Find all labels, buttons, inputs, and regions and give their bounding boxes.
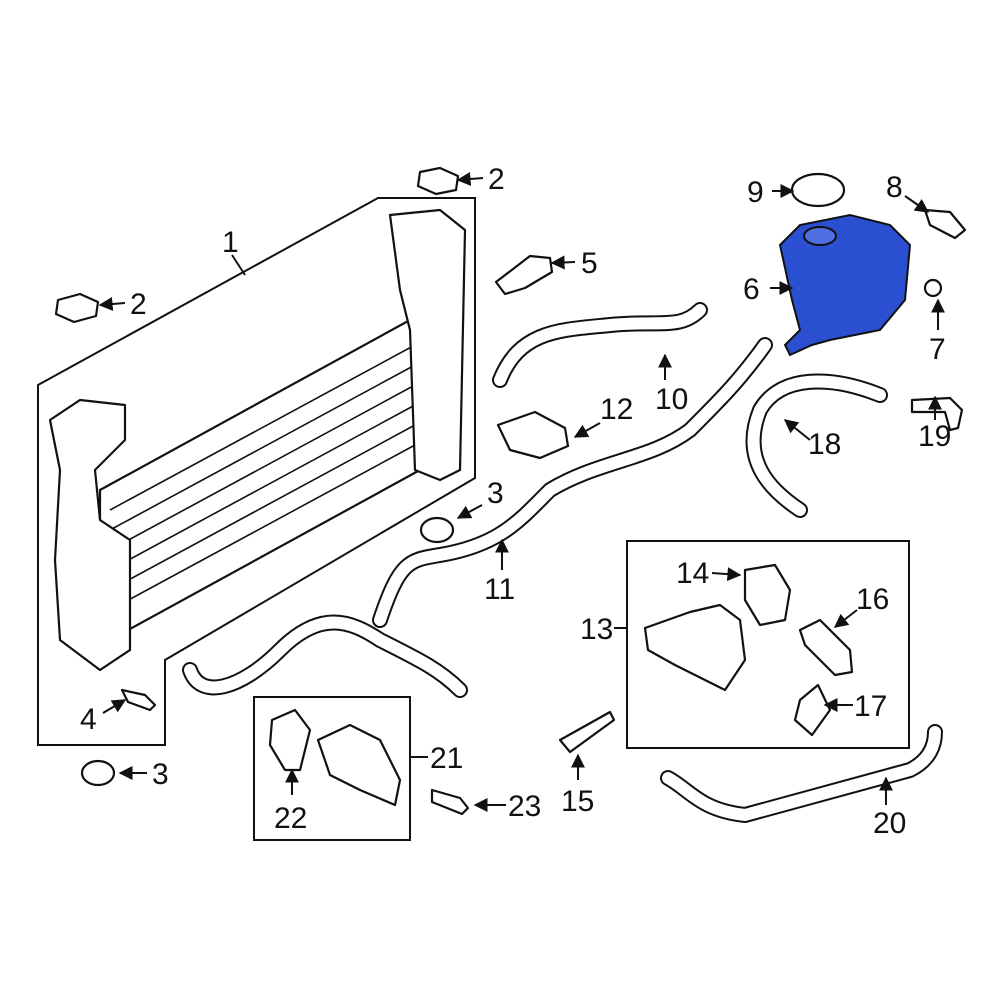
callout-6: 6 — [743, 273, 760, 306]
callout-20: 20 — [873, 807, 906, 840]
bracket — [494, 254, 554, 296]
callout-14: 14 — [676, 557, 709, 590]
drain-plug — [120, 688, 157, 712]
callout-23: 23 — [508, 790, 541, 823]
callout-4: 4 — [80, 703, 97, 736]
callout-22: 22 — [274, 802, 307, 835]
sensor-clip — [793, 683, 832, 737]
callout-10: 10 — [655, 383, 688, 416]
leader-lines — [98, 172, 945, 812]
callout-19: 19 — [918, 420, 951, 453]
reservoir-hose — [745, 373, 888, 518]
thermostat-housing — [643, 603, 747, 692]
callout-16: 16 — [856, 583, 889, 616]
callout-18: 18 — [808, 428, 841, 461]
reservoir-cap — [790, 172, 846, 208]
bolt-23 — [430, 788, 470, 816]
lower-hose — [182, 614, 468, 698]
thermostat-housing-group-box — [626, 540, 910, 749]
mount-pad-upper — [416, 166, 460, 196]
callout-2-left: 2 — [130, 288, 147, 321]
water-outlet-group-box — [253, 696, 411, 841]
gasket — [743, 563, 792, 627]
reservoir-bolt — [923, 278, 943, 298]
callout-17: 17 — [854, 690, 887, 723]
callout-7: 7 — [929, 333, 946, 366]
callout-2-upper: 2 — [488, 163, 505, 196]
coolant-reservoir — [778, 213, 912, 357]
bypass-hose — [372, 337, 773, 628]
radiator — [48, 208, 467, 672]
callout-1: 1 — [222, 226, 239, 259]
coolant-pipe — [660, 724, 943, 823]
callout-12: 12 — [600, 393, 633, 426]
grommet-lower — [80, 759, 116, 787]
callout-3-lower: 3 — [152, 758, 169, 791]
grommet-upper — [419, 516, 455, 544]
bolt-15 — [558, 710, 616, 754]
coolant-outlet — [496, 410, 570, 460]
hose-connector — [910, 396, 964, 432]
callout-3-upper: 3 — [487, 477, 504, 510]
callout-11: 11 — [484, 573, 515, 606]
callout-21: 21 — [430, 742, 463, 775]
mount-pad-left — [54, 292, 100, 324]
reservoir-bracket — [923, 208, 967, 240]
callout-13: 13 — [580, 613, 613, 646]
callout-8: 8 — [886, 171, 903, 204]
water-outlet — [316, 723, 402, 807]
outlet-gasket — [268, 708, 312, 772]
temperature-sensor — [798, 618, 854, 677]
upper-hose — [492, 302, 708, 388]
callout-9: 9 — [747, 176, 764, 209]
callout-15: 15 — [561, 785, 594, 818]
radiator-group-outline — [37, 197, 476, 746]
callout-5: 5 — [581, 247, 598, 280]
callout-labels: 1 2 2 3 3 4 5 6 7 8 9 10 11 12 13 14 15 … — [80, 163, 951, 840]
